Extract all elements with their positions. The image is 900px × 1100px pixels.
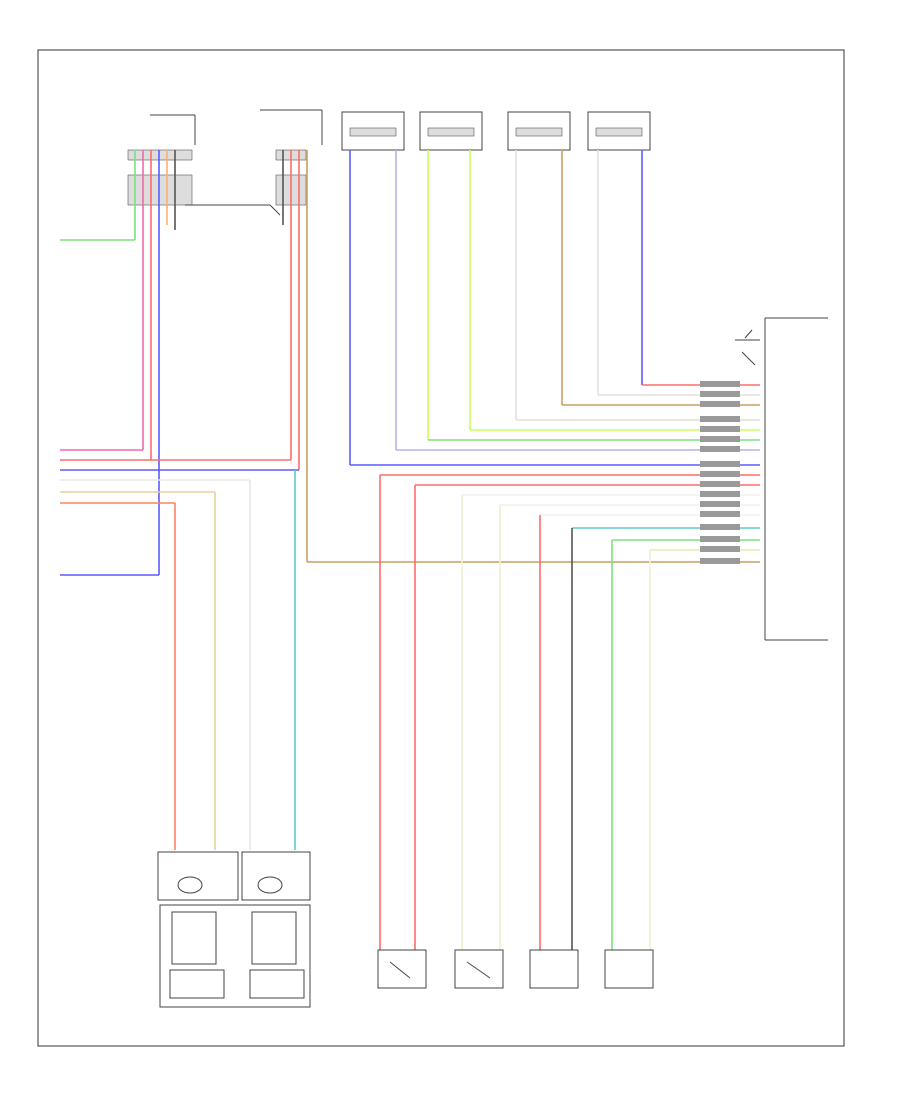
bottom-left-actuator	[157, 470, 311, 1008]
top-center-connector	[185, 109, 323, 562]
left-wire-bus	[60, 239, 299, 576]
top-module-2	[419, 111, 483, 440]
bottom-switch-1	[377, 475, 427, 989]
bottom-sensor-2	[604, 540, 654, 989]
top-module-3	[507, 111, 571, 420]
top-module-4	[587, 111, 651, 395]
top-module-1	[341, 111, 405, 465]
diagram-frame	[37, 49, 845, 1047]
top-left-connector	[127, 114, 196, 575]
bottom-switch-2	[454, 495, 504, 989]
wire-bus	[307, 381, 760, 564]
bottom-sensor-1	[529, 515, 579, 989]
control-module-connector	[735, 317, 828, 641]
